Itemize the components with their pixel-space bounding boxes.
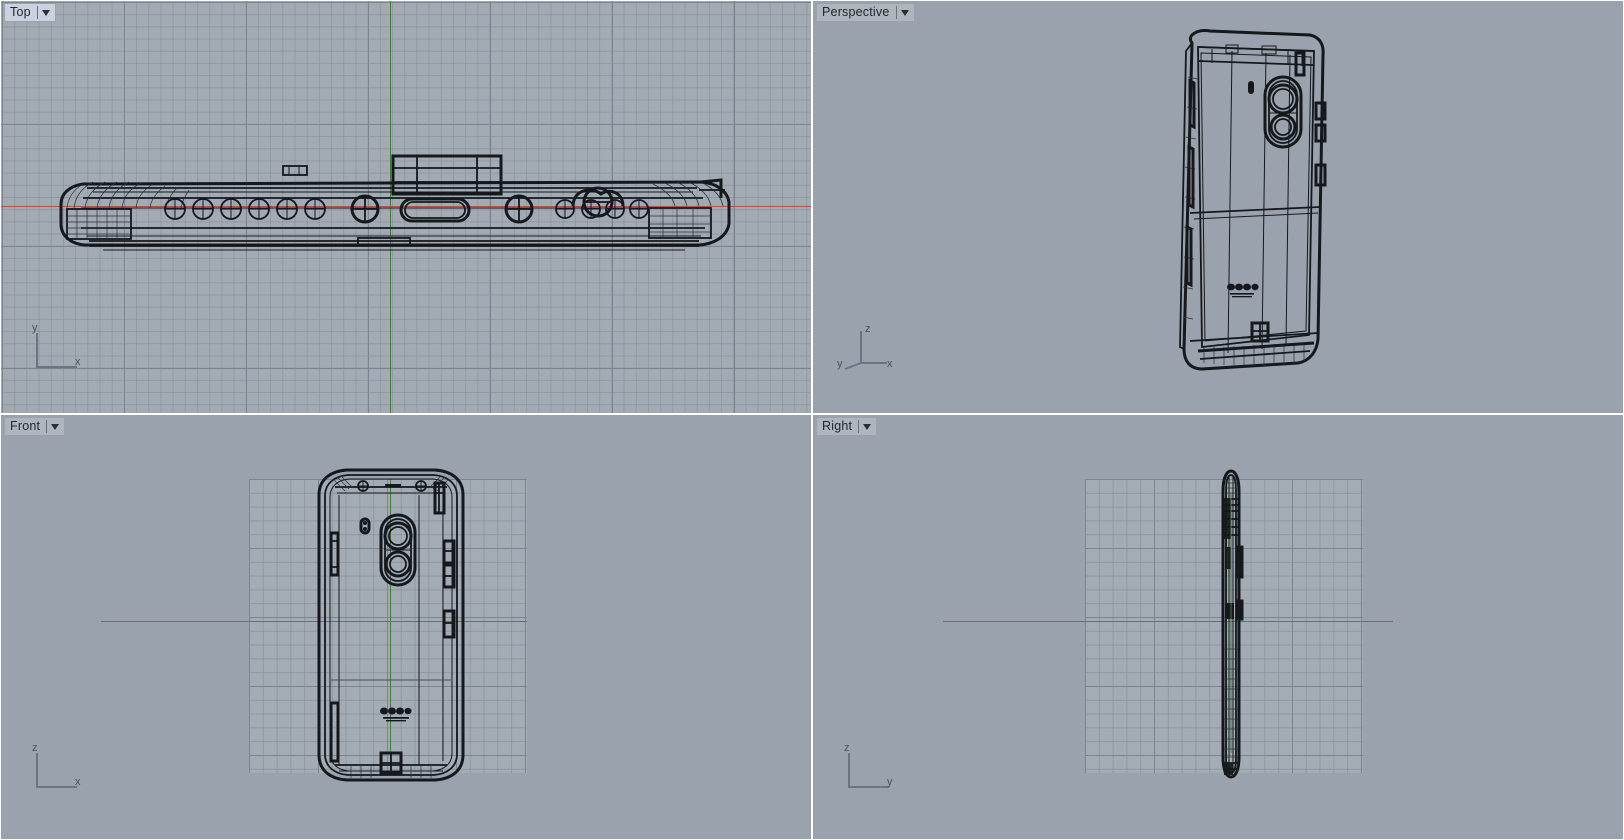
axis-gizmo-perspective: z y x: [831, 323, 893, 373]
button-volume-up: [442, 539, 456, 565]
gizmo-label-x: x: [887, 358, 893, 370]
y-axis-line: [943, 621, 1393, 622]
button-power: [1314, 163, 1327, 187]
gizmo-label-z: z: [32, 742, 38, 754]
chevron-down-icon[interactable]: [51, 423, 60, 430]
model-phone-back-elevation[interactable]: [311, 465, 471, 785]
title-separator: [858, 420, 860, 433]
title-separator: [46, 420, 48, 433]
chevron-down-icon[interactable]: [41, 9, 50, 16]
gizmo-label-z: z: [865, 323, 871, 335]
viewport-front[interactable]: Front z x: [0, 414, 812, 840]
gizmo-label-x: x: [75, 776, 81, 788]
viewport-title-right[interactable]: Right: [816, 417, 878, 436]
viewport-perspective[interactable]: Perspective z y x: [812, 0, 1624, 414]
brand-logo: [1227, 283, 1259, 298]
viewport-title-front[interactable]: Front: [4, 417, 66, 436]
viewport-title-label: Front: [10, 419, 41, 433]
viewport-title-top[interactable]: Top: [4, 3, 56, 22]
title-separator: [895, 6, 897, 19]
axis-gizmo-front: z x: [29, 742, 85, 795]
gizmo-label-y: y: [837, 358, 843, 370]
axis-gizmo-top: y x: [29, 322, 85, 375]
button-volume-down: [1314, 123, 1327, 143]
camera-module: [379, 513, 417, 587]
gizmo-label-x: x: [75, 356, 81, 368]
flash-sensor: [359, 517, 371, 535]
model-phone-side-profile[interactable]: [1211, 463, 1251, 787]
viewport-top[interactable]: Top y x: [0, 0, 812, 414]
viewport-title-label: Perspective: [822, 5, 890, 19]
button-power: [1225, 603, 1234, 619]
gizmo-label-z: z: [844, 742, 850, 754]
title-separator: [36, 6, 38, 19]
brand-logo: [380, 707, 412, 722]
camera-module: [1263, 75, 1303, 149]
speaker-grille-holes: [164, 198, 326, 220]
viewport-title-label: Right: [822, 419, 853, 433]
viewport-right[interactable]: Right z y: [812, 414, 1624, 840]
chevron-down-icon[interactable]: [863, 423, 872, 430]
model-phone-bottom-edge[interactable]: [53, 146, 743, 271]
chevron-down-icon[interactable]: [900, 9, 909, 16]
viewport-title-perspective[interactable]: Perspective: [816, 3, 915, 22]
gizmo-label-y: y: [887, 776, 893, 788]
button-power: [442, 609, 456, 639]
gizmo-label-y: y: [32, 322, 38, 334]
viewport-title-label: Top: [10, 5, 31, 19]
axis-gizmo-right: z y: [841, 742, 897, 795]
button-volume-up: [1314, 101, 1327, 121]
model-phone-back-perspective[interactable]: [1168, 17, 1338, 377]
flash-sensor: [1248, 81, 1254, 94]
